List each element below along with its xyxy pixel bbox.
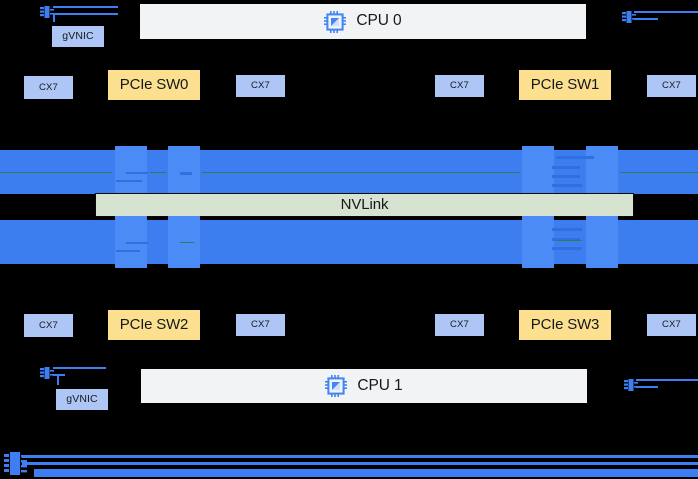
gpu-band-upper-rule-4 [552, 184, 582, 187]
wire-bottom-right-horizontal [636, 379, 698, 381]
cx7-box-7[interactable]: CX7 [647, 314, 696, 336]
gpu-band-upper-rule-2 [552, 166, 580, 169]
gpu-tile-lower-4 [586, 216, 618, 268]
cpu-label-1: CPU 1 [357, 376, 403, 394]
bottom-fabric-line-3 [34, 469, 698, 477]
cpu-box-0[interactable]: CPU 0 [140, 4, 586, 39]
wire-top-right-horizontal [634, 11, 698, 13]
cx7-box-4[interactable]: CX7 [24, 314, 73, 337]
gvnic-box-top-left[interactable]: gVNIC [52, 26, 104, 47]
nic-icon-top-left [40, 5, 54, 19]
gpu-band-upper-rule-5 [126, 172, 148, 174]
gpu-band-upper-rule-3 [552, 175, 580, 178]
wire-gvnic-bottom-left-horizontal [53, 367, 106, 369]
gpu-tile-lower-3 [522, 216, 554, 268]
wire-top-right-horizontal-2 [634, 18, 658, 20]
gpu-band-upper-rule-7 [116, 180, 142, 182]
gpu-band-lower-rule-3 [552, 247, 582, 250]
nvlink-trace-lower-1 [180, 242, 194, 244]
cx7-box-6[interactable]: CX7 [435, 314, 484, 336]
nvlink-trace-upper-left [0, 172, 112, 174]
cpu-chip-icon [325, 375, 348, 397]
pcie-switch-box-3[interactable]: PCIe SW3 [519, 310, 611, 340]
nvlink-trace-upper-mid [150, 172, 166, 174]
gpu-band-lower-rule-5 [116, 250, 140, 252]
cpu-box-1[interactable]: CPU 1 [141, 369, 587, 403]
cpu-chip-icon [324, 10, 347, 33]
wire-bottom-right-horizontal-2 [636, 386, 658, 388]
pcie-switch-box-1[interactable]: PCIe SW1 [519, 70, 611, 100]
cx7-box-3[interactable]: CX7 [647, 75, 696, 97]
cpu-label-0: CPU 0 [356, 12, 402, 30]
bottom-fabric-line-1 [22, 455, 698, 458]
bottom-fabric-line-2 [22, 462, 698, 465]
cx7-box-0[interactable]: CX7 [24, 76, 73, 99]
wire-gvnic-top-left-horizontal [53, 6, 118, 8]
gpu-band-lower-rule-2 [552, 238, 580, 241]
gpu-band-lower-rule-4 [126, 242, 148, 244]
wire-gvnic-bottom-left-vertical [57, 374, 59, 385]
gpu-band-upper-rule-1 [556, 156, 594, 159]
nvlink-trace-upper-right [620, 172, 698, 174]
wire-gvnic-top-left-vertical [53, 13, 55, 22]
nic-icon-bottom-left [40, 366, 54, 380]
gpu-band-lower-rule-1 [552, 228, 582, 231]
wire-gvnic-top-left-horizontal-2 [53, 13, 118, 15]
wire-gvnic-bottom-left-horizontal-2 [53, 374, 65, 376]
cx7-box-5[interactable]: CX7 [236, 314, 285, 336]
gpu-tile-upper-4 [586, 146, 618, 198]
nvlink-trace-lower-2 [556, 240, 582, 242]
gvnic-box-bottom-left[interactable]: gVNIC [56, 389, 108, 410]
gpu-tile-upper-3 [522, 146, 554, 198]
cx7-box-2[interactable]: CX7 [435, 75, 484, 97]
pcie-switch-box-2[interactable]: PCIe SW2 [108, 310, 200, 340]
cx7-box-1[interactable]: CX7 [236, 75, 285, 97]
nvlink-trace-upper-long [202, 172, 520, 174]
nvlink-bar[interactable]: NVLink [95, 193, 634, 217]
pcie-switch-box-0[interactable]: PCIe SW0 [108, 70, 200, 100]
gpu-band-upper-rule-6 [180, 172, 192, 175]
